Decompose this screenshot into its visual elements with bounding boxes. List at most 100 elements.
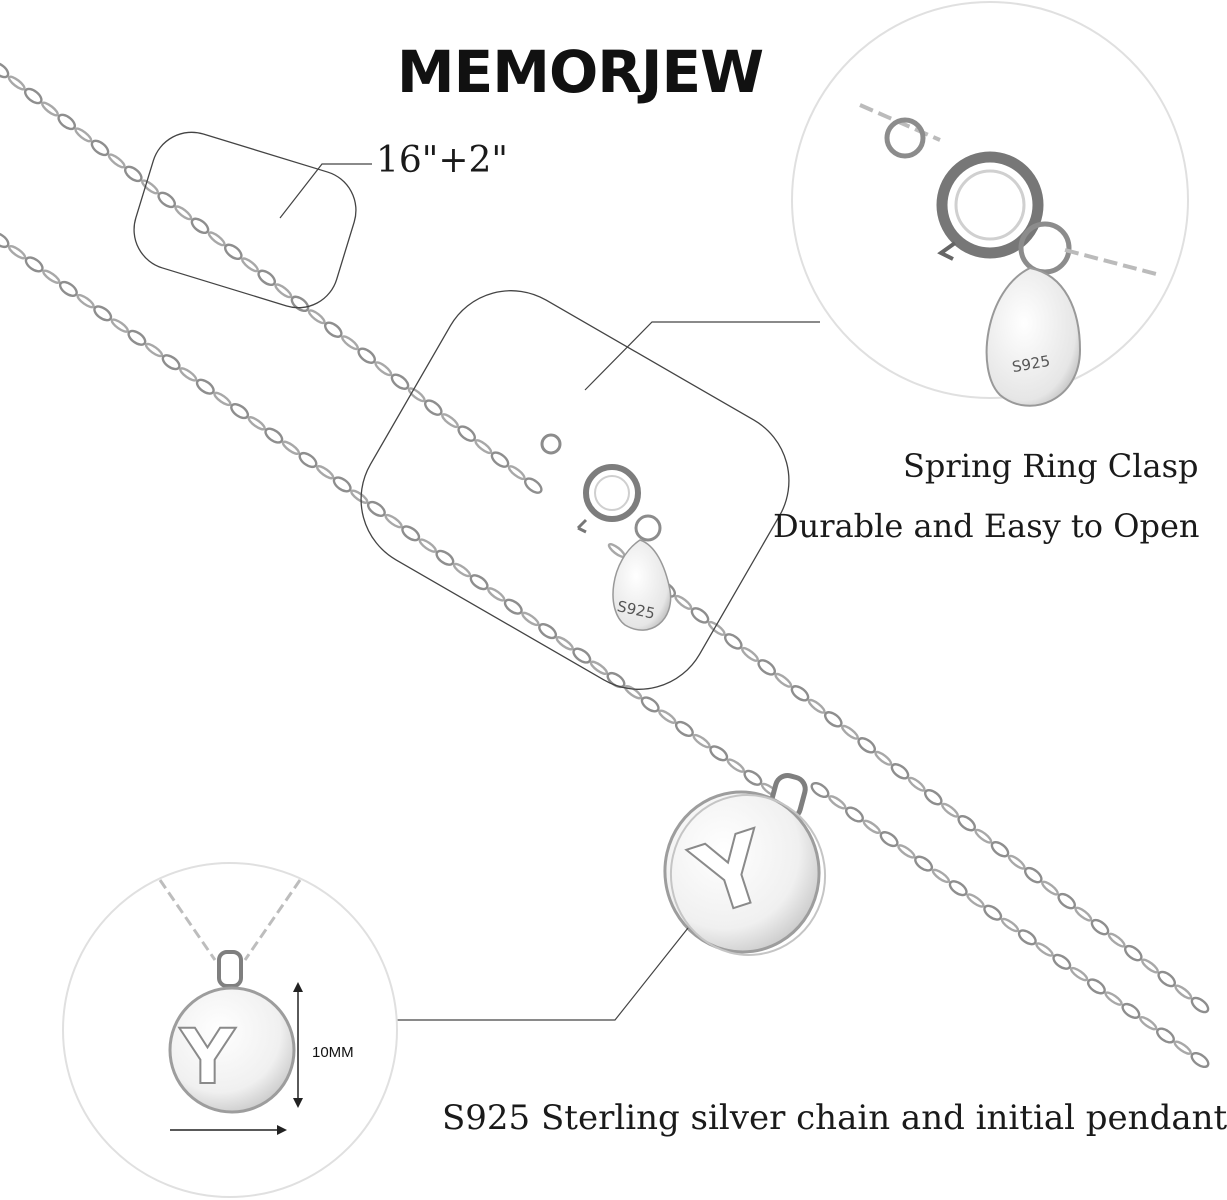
clasp-subtitle: Durable and Easy to Open [773,507,1200,545]
chain-link [957,814,977,832]
chain-link [674,720,694,737]
pendant-size-label: 10MM [312,1044,354,1061]
chain-link [441,413,459,429]
chain-link [23,87,43,105]
chain-link [828,795,847,810]
chain-link [726,758,745,773]
chain-link [190,217,210,235]
chain-link [42,269,61,284]
chain-link [841,724,859,740]
chain-link [241,257,259,273]
chain-link [757,659,777,676]
chain-link [207,231,226,247]
chain-link [179,367,198,382]
chain-link [487,587,506,602]
chain-link [0,61,10,79]
chain-link [966,893,985,908]
chain-link [640,696,660,713]
chain-link [1190,996,1210,1014]
chain-link [195,378,215,395]
chain-link [743,769,763,786]
chain-link [90,139,110,157]
chain-link [341,335,359,351]
chain-link [774,672,793,688]
spring-ring-clasp-small [540,433,672,631]
chain-link [223,243,243,261]
chain-link [1057,892,1077,910]
chain-link [741,646,759,662]
chain-link [1139,1015,1158,1031]
chain-link [503,598,523,615]
chain-link [247,416,266,431]
chain-link [390,373,410,390]
pendant-callout-line [392,927,689,1021]
chain-link [93,305,113,322]
chain-link [7,75,26,91]
chain-link [589,660,609,676]
length-callout [133,131,372,309]
chain-link [350,489,369,504]
material-caption: S925 Sterling silver chain and initial p… [442,1098,1227,1138]
chain-link [401,525,421,542]
chain-link [874,750,893,766]
chain-link [1007,854,1026,870]
chain-link [332,476,352,493]
chain-link [315,464,335,480]
chain-link [914,855,934,872]
chain-link [857,737,877,754]
chain-link [890,763,910,780]
chain-link [274,283,293,299]
chain-link [607,543,626,558]
chain-link [983,904,1003,921]
chain-link [823,711,843,728]
chain-link [948,880,968,897]
chain-link [157,191,177,209]
chain-link [0,231,10,249]
chain-link [606,671,626,689]
chain-link [257,269,277,287]
chain-link [723,633,743,650]
chain-link [1074,906,1093,922]
chain-link [538,623,558,640]
chain-link [264,427,284,444]
chain-link [7,244,27,260]
chain-link [1052,953,1072,970]
chain-length-label: 16"+2" [376,140,508,181]
chain-link [107,153,126,169]
chain-link [161,354,181,371]
chain-link [807,698,826,714]
chain-link [623,684,643,700]
chain-link [897,844,916,859]
chain-link [845,806,864,823]
chain-link [144,342,164,358]
chain-link [1023,866,1043,884]
clasp-detail-circle [791,1,1189,407]
chain-link [435,549,455,566]
chain-link [923,788,943,806]
chain-link [323,321,343,338]
initial-pendant [663,773,827,956]
chain-link [790,685,810,702]
chain-link [523,477,543,494]
chain-link [1000,917,1020,933]
chain-link [127,329,147,346]
chain-link [298,451,318,469]
chain-link [709,745,729,762]
chain-link [692,733,711,749]
chain-strand-upper [0,61,1210,1014]
chain-link [41,101,59,117]
chain-link [555,636,574,651]
chain-link [990,840,1010,858]
chain-link [24,256,44,273]
chain-link [862,819,881,835]
chain-link [230,403,250,420]
chain-link [74,127,93,143]
chain-link [1017,929,1037,946]
chain-link [1173,1040,1192,1055]
chain-link [1035,942,1054,957]
chain-link [418,538,437,553]
chain-link [1156,1027,1175,1044]
chain-link [931,868,951,884]
chain-link [141,179,159,195]
